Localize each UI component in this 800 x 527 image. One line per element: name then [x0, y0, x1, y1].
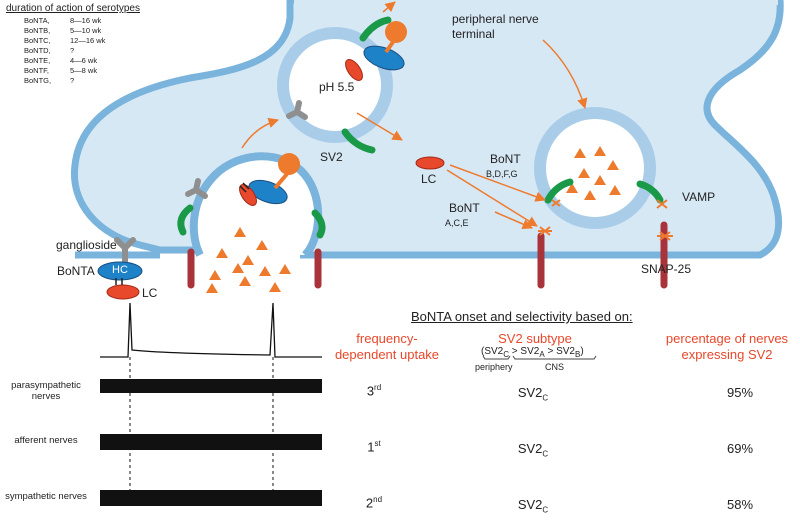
neurotransmitter [206, 146, 621, 293]
sv2-hierarchy-brackets [482, 355, 597, 360]
bont-ace-sub: A,C,E [445, 218, 469, 228]
col-frequency-header: frequency-dependent uptake [334, 331, 440, 362]
legend-row-d: BoNTD,? [24, 46, 75, 55]
rank-parasympathetic: 3rd [366, 383, 382, 399]
docked-vesicle [534, 107, 656, 229]
pct-sympathetic: 58% [726, 497, 754, 512]
legend-row-e: BoNTE,4—6 wk [24, 56, 98, 65]
bont-heavy-chains [97, 21, 407, 281]
vamp-proteins [177, 16, 664, 239]
pathway-arrows [241, 1, 588, 230]
rank-afferent: 1st [367, 439, 381, 455]
sv2-hierarchy: (SV2C > SV2A > SV2B) [481, 346, 584, 359]
table-title: BoNTA onset and selectivity based on: [411, 309, 633, 324]
periphery-label: periphery [475, 362, 513, 372]
legend-row-g: BoNTG,? [24, 76, 75, 85]
lc-outside-label: LC [142, 286, 158, 300]
endocytosed-vesicle [277, 27, 393, 143]
legend-row-c: BoNTC,12—16 wk [24, 36, 106, 45]
rank-sympathetic: 2nd [365, 495, 383, 511]
serotype-duration-title: duration of action of serotypes [6, 3, 140, 14]
cns-label: CNS [545, 362, 565, 372]
bont-ace-label: BoNT [449, 201, 480, 215]
col-percentage-header: percentage of nerves expressing SV2 [665, 331, 789, 362]
snap25-proteins [187, 221, 668, 289]
snap25-label: SNAP-25 [641, 262, 692, 276]
bont-bdfg-label: BoNT [490, 152, 521, 166]
legend-row-a: BoNTA,8—16 wk [24, 16, 102, 25]
legend-row-b: BoNTB,5—10 wk [24, 26, 102, 35]
sv2-parasympathetic: SV2C [517, 385, 549, 403]
col-sv2-header: SV2 subtype [498, 331, 572, 346]
bont-light-chains [106, 59, 445, 300]
hc-label: HC [112, 264, 128, 276]
ganglioside-label: ganglioside [56, 238, 117, 252]
bonta-label: BoNTA [57, 264, 95, 278]
ganglioside-receptors [114, 100, 308, 265]
pct-afferent: 69% [726, 441, 754, 456]
vamp-label: VAMP [682, 190, 716, 204]
row-label-parasympathetic: parasympathetic nerves [11, 380, 81, 402]
sv2-afferent: SV2C [517, 441, 549, 459]
row-label-sympathetic: sympathetic nerves [5, 491, 87, 502]
bont-bdfg-sub: B,D,F,G [486, 169, 518, 179]
spike-train-traces [100, 302, 322, 506]
legend-row-f: BoNTF,5—8 wk [24, 66, 98, 75]
sv2-sympathetic: SV2C [517, 497, 549, 515]
cleavage-marks [538, 199, 673, 241]
terminal-label: peripheral nerve terminal [452, 12, 539, 41]
fusing-vesicle [189, 152, 323, 261]
pct-parasympathetic: 95% [726, 385, 754, 400]
lc-label: LC [421, 172, 437, 186]
sv2-label: SV2 [320, 150, 343, 164]
ph-label: pH 5.5 [319, 80, 355, 94]
row-label-afferent: afferent nerves [14, 435, 78, 446]
